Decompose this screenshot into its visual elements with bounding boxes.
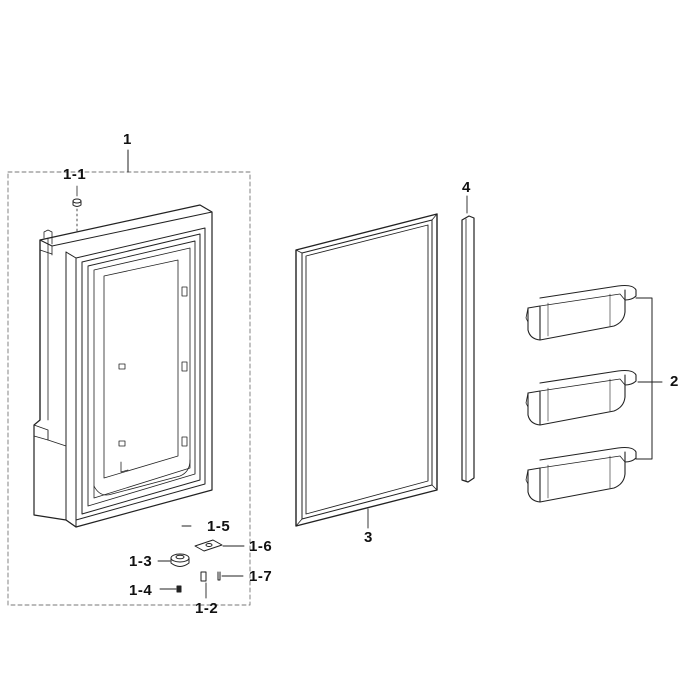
cap-part <box>72 185 82 233</box>
screw-small-part <box>159 585 182 593</box>
door-guard-middle <box>525 369 637 426</box>
label-gasket-strip: 4 <box>462 179 471 196</box>
door-gasket <box>295 213 438 529</box>
door-panel <box>33 204 213 528</box>
label-cap: 1-1 <box>63 166 87 183</box>
guard-bracket <box>635 297 663 460</box>
hinge-pin-part <box>200 571 207 599</box>
label-gasket: 3 <box>364 529 373 546</box>
gasket-strip <box>461 195 475 483</box>
label-washer: 1-5 <box>207 518 231 535</box>
door-guard-top <box>525 284 637 341</box>
label-hinge-pin: 1-2 <box>195 600 219 617</box>
screw-part <box>217 571 244 581</box>
label-hinge-plate: 1-6 <box>249 538 273 555</box>
label-assembly: 1 <box>123 131 132 148</box>
hinge-bushing-part <box>157 553 190 567</box>
door-guard-bottom <box>525 446 637 503</box>
label-guard: 2 <box>670 373 679 390</box>
assembly-group-box <box>7 149 251 606</box>
label-screw: 1-7 <box>249 568 273 585</box>
label-screw-small: 1-4 <box>129 582 153 599</box>
hinge-plate-part <box>194 539 245 552</box>
label-hinge-bushing: 1-3 <box>129 553 153 570</box>
